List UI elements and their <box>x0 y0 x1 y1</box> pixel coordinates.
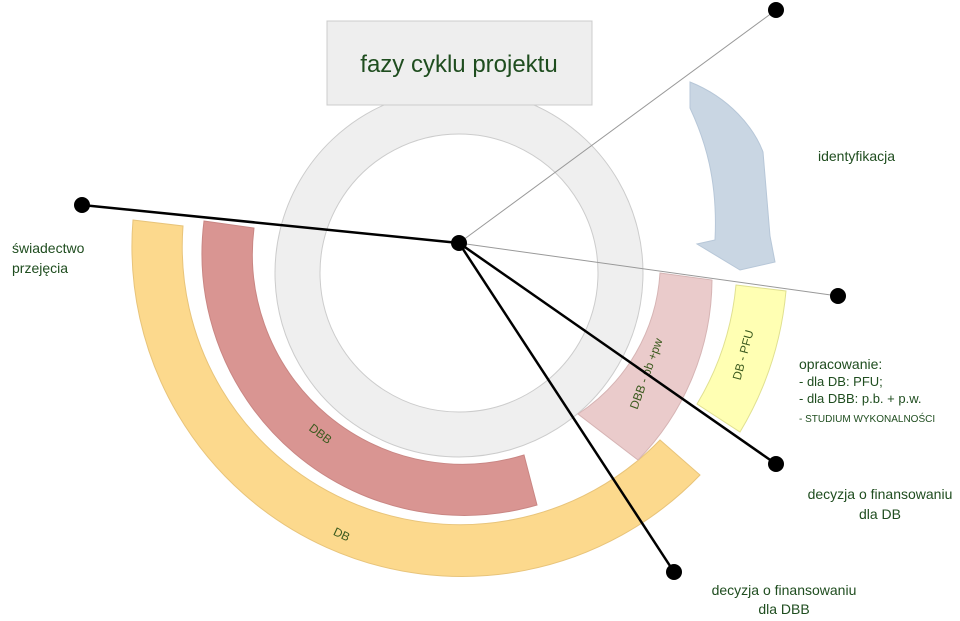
prep-label-line1: opracowanie: <box>799 356 882 372</box>
db-arc <box>131 219 701 577</box>
identification-line-lower <box>458 242 839 297</box>
decision-dbb-label-line1: decyzja o finansowaniu <box>712 582 857 598</box>
prep-label-line2: - dla DB: PFU; <box>799 374 883 389</box>
identification-label: identyfikacja <box>818 148 895 164</box>
decision-dbb-line <box>457 242 676 573</box>
handover-line <box>81 203 460 245</box>
title-box <box>326 20 593 106</box>
direction-arrow <box>689 81 776 271</box>
cycle-ring <box>274 88 644 458</box>
decision-db-dot <box>768 456 784 472</box>
prep-label-line3: - dla DBB: p.b. + p.w. <box>799 391 921 406</box>
dbb-arc <box>201 220 538 516</box>
db-pfu-arc <box>696 284 787 433</box>
prep-label-line4: - STUDIUM WYKONALNOŚCI <box>799 412 935 425</box>
identification-lower-dot <box>830 288 846 304</box>
identification-upper-dot <box>768 2 784 18</box>
decision-db-label-line2: dla DB <box>859 506 901 522</box>
handover-label-line2: przejęcia <box>12 260 68 276</box>
center-dot <box>451 235 467 251</box>
decision-dbb-dot <box>666 564 682 580</box>
handover-label-line1: świadectwo <box>12 240 85 256</box>
decision-dbb-label-line2: dla DBB <box>758 601 809 617</box>
identification-line-upper <box>458 9 777 244</box>
dbb-pb-pw-arc <box>577 272 713 461</box>
page-title: fazy cyklu projektu <box>360 51 557 78</box>
decision-db-label-line1: decyzja o finansowaniu <box>808 486 953 502</box>
db-arc-label: DB <box>331 525 352 545</box>
handover-dot <box>74 197 90 213</box>
decision-db-line <box>458 241 777 466</box>
